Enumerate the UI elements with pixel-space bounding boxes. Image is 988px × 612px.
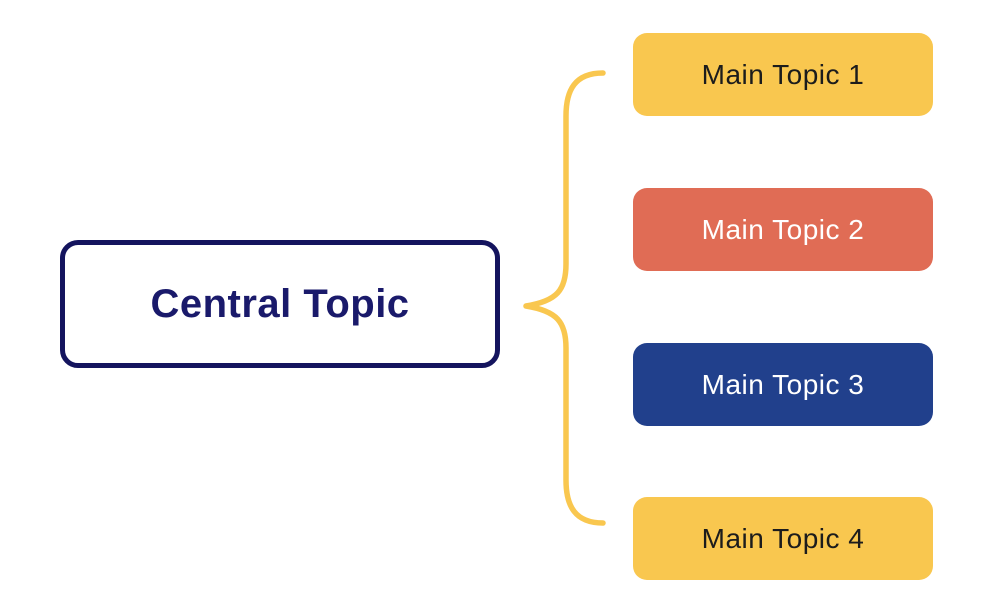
main-topic-2-node[interactable]: Main Topic 2 xyxy=(633,188,933,271)
main-topic-1-label: Main Topic 1 xyxy=(701,58,865,90)
main-topic-4-node[interactable]: Main Topic 4 xyxy=(633,497,933,580)
central-topic-label: Central Topic xyxy=(150,281,410,326)
main-topic-3-node[interactable]: Main Topic 3 xyxy=(633,343,933,426)
main-topic-1-node[interactable]: Main Topic 1 xyxy=(633,33,933,116)
curly-brace-path xyxy=(523,70,606,526)
main-topic-2-label: Main Topic 2 xyxy=(701,213,865,245)
central-topic-node[interactable]: Central Topic xyxy=(60,240,500,368)
main-topic-3-label: Main Topic 3 xyxy=(701,368,865,400)
main-topic-4-label: Main Topic 4 xyxy=(701,522,865,554)
curly-brace-connector xyxy=(523,70,606,526)
